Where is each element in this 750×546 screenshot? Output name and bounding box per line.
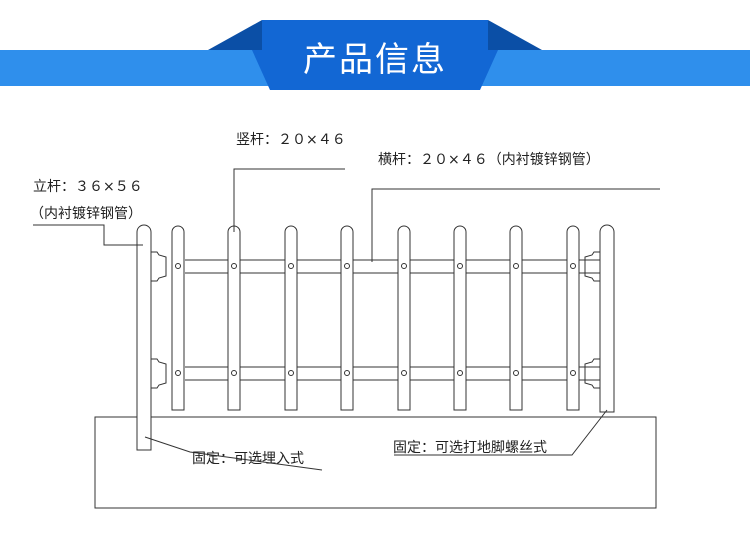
label-colon: ： bbox=[61, 179, 75, 195]
leader-horizontal-bar bbox=[371, 188, 660, 262]
picket-8 bbox=[566, 225, 580, 411]
picket-7 bbox=[509, 225, 523, 411]
label-vertical-bar-spec: ２０×４６ bbox=[278, 132, 346, 148]
left-post bbox=[136, 224, 152, 451]
banner-shape bbox=[0, 20, 750, 90]
bolt-holes bbox=[175, 263, 576, 376]
label-fix-bolted-value: 可选打地脚螺丝式 bbox=[435, 440, 547, 456]
bracket-left-top bbox=[151, 251, 167, 282]
label-fix-buried-name: 固定 bbox=[192, 451, 220, 467]
label-horizontal-bar-spec: ２０×４６ bbox=[420, 152, 488, 168]
picket-3 bbox=[284, 225, 298, 411]
leader-vertical-bar bbox=[233, 168, 345, 232]
header-banner: 产品信息 bbox=[0, 0, 750, 100]
label-fix-buried: 固定：可选埋入式 bbox=[192, 450, 304, 468]
picket-5 bbox=[397, 225, 411, 411]
bracket-right-bottom bbox=[584, 358, 600, 389]
leader-fix-buried bbox=[144, 436, 323, 471]
leader-fix-bolted bbox=[394, 409, 608, 456]
label-post: 立杆：３６×５６ bbox=[33, 178, 143, 196]
leader-post bbox=[33, 224, 143, 246]
picket-1 bbox=[171, 225, 185, 411]
label-post-note: （内衬镀锌钢管） bbox=[30, 206, 142, 222]
label-post-name: 立杆 bbox=[33, 179, 61, 195]
right-post bbox=[599, 224, 615, 413]
bottom-rail bbox=[185, 366, 600, 381]
label-colon: ： bbox=[421, 440, 435, 456]
bracket-right-top bbox=[584, 251, 600, 282]
banner-fold-right bbox=[488, 20, 542, 50]
label-horizontal-bar-note: （内衬镀锌钢管） bbox=[487, 152, 600, 168]
ground-block bbox=[94, 416, 657, 509]
label-post-spec: ３６×５６ bbox=[75, 179, 143, 195]
label-fix-bolted: 固定：可选打地脚螺丝式 bbox=[393, 439, 547, 457]
picket-4 bbox=[340, 225, 354, 411]
label-vertical-bar: 竖杆：２０×４６ bbox=[236, 131, 346, 149]
pickets bbox=[171, 225, 580, 411]
picket-2 bbox=[227, 225, 241, 411]
label-horizontal-bar-name: 横杆 bbox=[378, 152, 406, 168]
label-vertical-bar-name: 竖杆 bbox=[236, 132, 264, 148]
label-colon: ： bbox=[406, 152, 420, 168]
label-horizontal-bar: 横杆：２０×４６（内衬镀锌钢管） bbox=[378, 151, 600, 169]
top-rail bbox=[185, 259, 600, 274]
picket-6 bbox=[453, 225, 467, 411]
banner-fold-left bbox=[208, 20, 262, 50]
label-fix-buried-value: 可选埋入式 bbox=[234, 451, 304, 467]
label-colon: ： bbox=[220, 451, 234, 467]
label-fix-bolted-name: 固定 bbox=[393, 440, 421, 456]
label-colon: ： bbox=[264, 132, 278, 148]
bracket-left-bottom bbox=[151, 358, 167, 389]
banner-title: 产品信息 bbox=[303, 40, 447, 80]
banner-tab bbox=[252, 20, 498, 90]
